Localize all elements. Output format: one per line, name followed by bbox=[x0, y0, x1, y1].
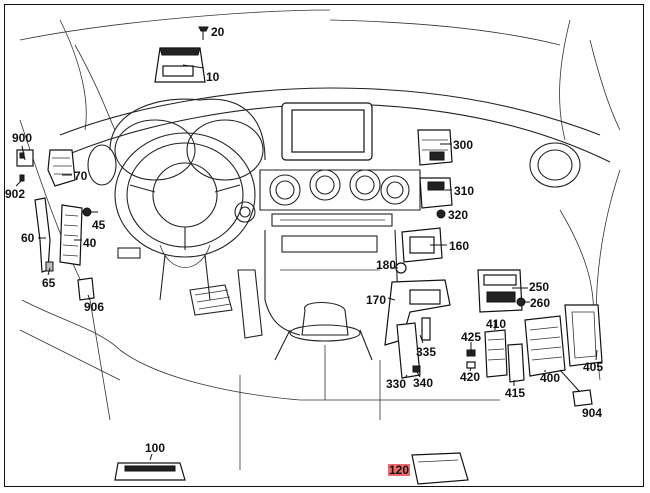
callout-415: 415 bbox=[505, 386, 526, 400]
callout-902: 902 bbox=[5, 187, 26, 201]
callout-260: 260 bbox=[530, 296, 551, 310]
callout-904: 904 bbox=[582, 406, 603, 420]
callout-70: 70 bbox=[74, 169, 88, 183]
callout-65: 65 bbox=[42, 276, 56, 290]
callout-300: 300 bbox=[453, 138, 474, 152]
callout-180: 180 bbox=[376, 258, 397, 272]
callout-335: 335 bbox=[416, 345, 437, 359]
callout-420: 420 bbox=[460, 370, 481, 384]
callout-310: 310 bbox=[454, 184, 475, 198]
callout-330: 330 bbox=[386, 377, 407, 391]
callout-410: 410 bbox=[486, 317, 507, 331]
callout-906: 906 bbox=[84, 300, 105, 314]
callout-100: 100 bbox=[145, 441, 166, 455]
callout-120-highlighted: 120 bbox=[388, 463, 411, 477]
callout-40: 40 bbox=[83, 236, 97, 250]
callout-900: 900 bbox=[12, 131, 33, 145]
callout-20: 20 bbox=[211, 25, 225, 39]
callout-320: 320 bbox=[448, 208, 469, 222]
callout-400: 400 bbox=[540, 371, 561, 385]
callout-60: 60 bbox=[21, 231, 35, 245]
callout-10: 10 bbox=[206, 70, 220, 84]
diagram-border bbox=[4, 4, 644, 487]
callout-250: 250 bbox=[529, 280, 550, 294]
callout-170: 170 bbox=[366, 293, 387, 307]
callout-340: 340 bbox=[413, 376, 434, 390]
callout-425: 425 bbox=[461, 330, 482, 344]
callout-45: 45 bbox=[92, 218, 106, 232]
callout-160: 160 bbox=[449, 239, 470, 253]
callout-405: 405 bbox=[583, 360, 604, 374]
